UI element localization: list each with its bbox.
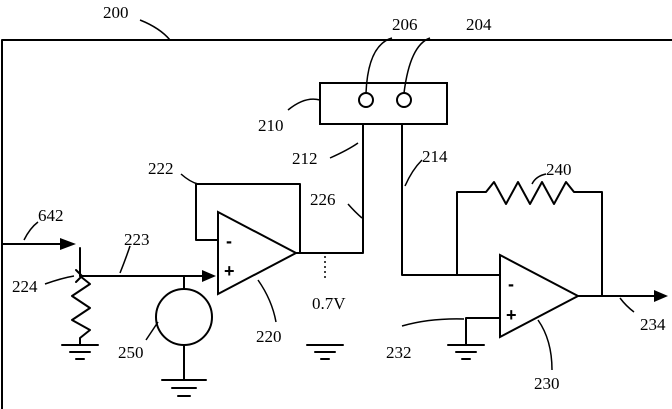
ground-250 xyxy=(162,380,206,396)
leader-223 xyxy=(120,246,130,273)
leader-240 xyxy=(532,174,546,184)
leader-230 xyxy=(538,320,552,370)
label-250: 250 xyxy=(118,343,144,362)
label-223: 223 xyxy=(124,230,150,249)
label-206: 206 xyxy=(392,15,418,34)
label-240: 240 xyxy=(546,160,572,179)
input-arrow-642 xyxy=(60,238,76,250)
label-224: 224 xyxy=(12,277,38,296)
leader-232 xyxy=(402,319,464,326)
opamp-220-minus: - xyxy=(226,231,232,251)
opamp-230-plus: + xyxy=(506,305,517,325)
potentiometer-224 xyxy=(72,248,90,345)
output-arrow-234 xyxy=(654,290,668,302)
pot-wiper-arrow xyxy=(202,270,216,282)
wire-214 xyxy=(402,124,500,275)
opamp-220-plus: + xyxy=(224,261,235,281)
sensor-block xyxy=(320,83,447,124)
leader-214 xyxy=(405,160,422,186)
label-0.7v: 0.7V xyxy=(312,294,346,313)
opamp-220 xyxy=(218,212,296,294)
leader-212 xyxy=(330,143,358,158)
label-230: 230 xyxy=(534,374,560,393)
source-250 xyxy=(156,289,212,345)
wire-212 xyxy=(296,124,363,253)
label-232: 232 xyxy=(386,343,412,362)
leader-642 xyxy=(24,222,38,240)
leader-220 xyxy=(258,280,276,322)
leader-224 xyxy=(45,276,74,284)
label-226: 226 xyxy=(310,190,336,209)
label-200: 200 xyxy=(103,3,129,22)
label-204: 204 xyxy=(466,15,492,34)
ground-0.7v xyxy=(307,345,343,359)
opamp-230-minus: - xyxy=(508,274,514,294)
leader-226 xyxy=(348,204,362,218)
label-212: 212 xyxy=(292,149,318,168)
leader-210 xyxy=(288,99,320,110)
label-642: 642 xyxy=(38,206,64,225)
label-220: 220 xyxy=(256,327,282,346)
element-204 xyxy=(397,93,411,107)
label-234: 234 xyxy=(640,315,666,334)
label-214: 214 xyxy=(422,147,448,166)
leader-234 xyxy=(620,298,634,312)
ground-pot xyxy=(62,345,98,359)
leader-222 xyxy=(181,174,198,184)
leader-200 xyxy=(140,20,170,40)
leader-250 xyxy=(146,322,158,340)
wire-232 xyxy=(466,318,500,345)
label-222: 222 xyxy=(148,159,174,178)
ground-232 xyxy=(448,345,484,359)
label-210: 210 xyxy=(258,116,284,135)
element-206 xyxy=(359,93,373,107)
